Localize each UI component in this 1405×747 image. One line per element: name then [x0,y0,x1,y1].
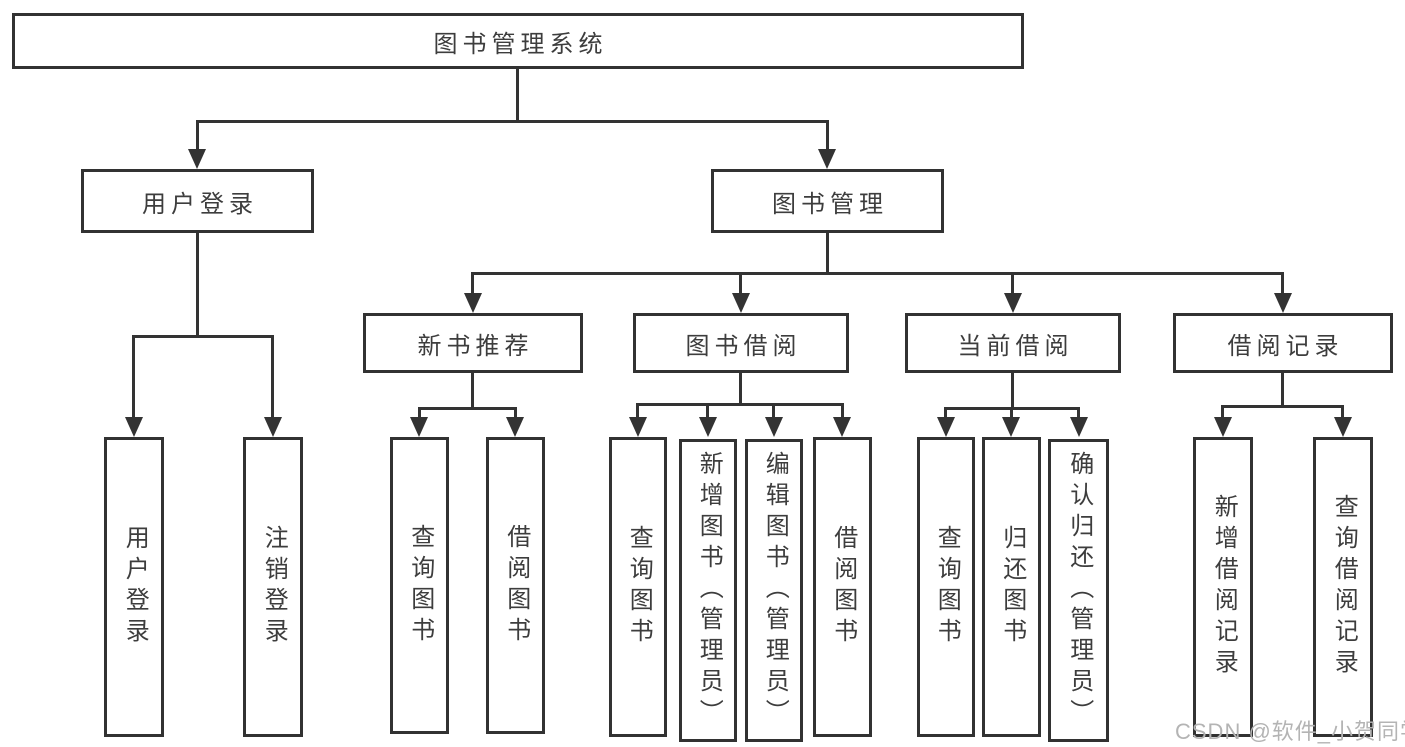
arrow-down-icon [699,417,717,437]
node-label: 确认归还（管理员） [1065,451,1093,730]
connector-line [418,407,517,410]
node-current-borrow: 当前借阅 [905,313,1121,373]
connector-line [826,120,829,151]
arrow-down-icon [937,417,955,437]
arrow-down-icon [410,417,428,437]
connector-line [826,233,829,272]
connector-line [739,373,742,403]
leaf-recommend-query-book: 查询图书 [390,437,449,734]
connector-line [132,335,135,419]
connector-line [514,407,517,419]
watermark: CSDN @软件_小贺同学 [1175,719,1405,744]
arrow-down-icon [1002,417,1020,437]
connector-line [418,407,421,419]
connector-line [1281,272,1284,295]
node-book-management: 图书管理 [711,169,944,233]
arrow-down-icon [1070,417,1088,437]
node-label: 当前借阅 [957,332,1074,360]
connector-line [706,403,709,419]
leaf-logout: 注销登录 [243,437,303,737]
node-label: 用户登录 [142,190,258,218]
arrow-down-icon [188,149,206,169]
leaf-borrow-edit-book-admin: 编辑图书（管理员） [745,439,803,742]
connector-line [1011,272,1014,295]
connector-line [1010,407,1013,419]
connector-line [636,403,844,406]
node-label: 用户登录 [121,525,149,649]
arrow-down-icon [264,417,282,437]
node-label: 借阅记录 [1227,332,1344,360]
connector-line [841,403,844,419]
node-label: 图书管理 [772,190,888,218]
node-label: 新增图书（管理员） [695,451,723,730]
connector-line [1221,405,1224,419]
node-label: 图书借阅 [685,332,802,360]
connector-line [471,373,474,407]
arrow-down-icon [1214,417,1232,437]
node-new-book-recommend: 新书推荐 [363,313,583,373]
node-label: 查询图书 [933,525,961,649]
node-label: 编辑图书（管理员） [761,451,789,730]
connector-line [1221,405,1344,408]
node-user-login: 用户登录 [81,169,314,233]
connector-line [739,272,742,295]
node-label: 图书管理系统 [433,30,608,58]
connector-line [772,403,775,419]
node-label: 归还图书 [998,525,1026,649]
node-label: 新书推荐 [417,332,534,360]
connector-line [1011,373,1014,407]
arrow-down-icon [1274,293,1292,313]
leaf-recommend-borrow-book: 借阅图书 [486,437,545,734]
node-label: 查询图书 [625,525,653,649]
leaf-record-query-borrow-record: 查询借阅记录 [1313,437,1373,737]
connector-line [1341,405,1344,419]
connector-line [196,233,199,335]
node-book-borrow: 图书借阅 [633,313,849,373]
arrow-down-icon [1334,417,1352,437]
node-label: 查询图书 [406,523,434,648]
connector-line [636,403,639,419]
leaf-current-query-book: 查询图书 [917,437,975,737]
leaf-record-add-borrow-record: 新增借阅记录 [1193,437,1253,737]
arrow-down-icon [818,149,836,169]
arrow-down-icon [833,417,851,437]
connector-line [944,407,947,419]
connector-line [132,335,274,338]
leaf-borrow-add-book-admin: 新增图书（管理员） [679,439,737,742]
node-label: 借阅图书 [829,525,857,649]
connector-line [1281,373,1284,405]
leaf-current-return-book: 归还图书 [982,437,1041,737]
leaf-borrow-borrow-book: 借阅图书 [813,437,872,737]
node-label: 注销登录 [260,525,288,649]
connector-line [271,335,274,419]
arrow-down-icon [732,293,750,313]
arrow-down-icon [765,417,783,437]
node-label: 查询借阅记录 [1330,494,1358,680]
node-borrow-record: 借阅记录 [1173,313,1393,373]
connector-line [1077,407,1080,419]
arrow-down-icon [629,417,647,437]
arrow-down-icon [506,417,524,437]
connector-line [471,272,474,295]
connector-line [471,272,1284,275]
connector-line [516,69,519,120]
leaf-borrow-query-book: 查询图书 [609,437,667,737]
node-label: 新增借阅记录 [1210,494,1238,680]
arrow-down-icon [125,417,143,437]
node-label: 借阅图书 [502,523,530,648]
arrow-down-icon [464,293,482,313]
node-library-management-system: 图书管理系统 [12,13,1024,69]
leaf-current-confirm-return-admin: 确认归还（管理员） [1048,439,1109,742]
connector-line [196,120,199,151]
connector-line [196,120,829,123]
arrow-down-icon [1004,293,1022,313]
leaf-user-login: 用户登录 [104,437,164,737]
